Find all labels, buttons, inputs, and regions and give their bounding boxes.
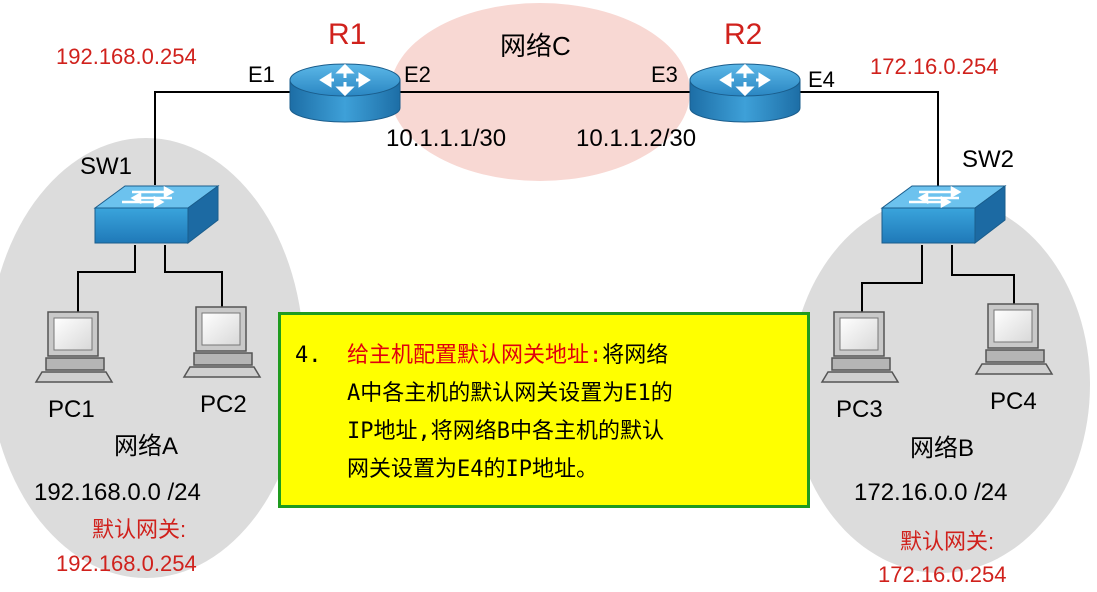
- router-r2-label: R2: [724, 18, 763, 51]
- switch-sw1-icon: [93, 185, 220, 245]
- pc4-label: PC4: [990, 388, 1037, 415]
- note-line-1: 给主机配置默认网关地址:将网络: [347, 337, 797, 375]
- switch-sw2-icon: [880, 185, 1007, 245]
- network-a-gateway: 192.168.0.254: [56, 551, 197, 576]
- link-sw2-pc4: [951, 245, 1015, 305]
- pc3-label: PC3: [836, 396, 883, 423]
- network-a-subnet: 192.168.0.0 /24: [34, 479, 201, 506]
- note-line-3: IP地址,将网络B中各主机的默认: [347, 419, 664, 444]
- network-b-subnet: 172.16.0.0 /24: [854, 479, 1008, 506]
- network-a-label: 网络A: [114, 433, 179, 460]
- link-sw1-r1: [154, 91, 292, 185]
- link-sw1-pc1: [77, 245, 136, 312]
- router-r1-icon: [289, 63, 401, 123]
- pc1-label: PC1: [48, 396, 95, 423]
- e1-ip-label: 192.168.0.254: [56, 44, 197, 69]
- pc3-icon: [820, 311, 900, 383]
- link-sw1-pc2: [164, 245, 223, 308]
- network-b-area: [790, 197, 1090, 573]
- network-c-label: 网络C: [500, 31, 571, 61]
- note-step-number: 4.: [295, 343, 322, 368]
- note-line-1-rest: 将网络: [602, 343, 669, 368]
- network-b-label: 网络B: [910, 435, 975, 462]
- router-r2-icon: [689, 63, 801, 123]
- e3-ip-label: 10.1.1.2/30: [576, 125, 697, 152]
- note-line-2: A中各主机的默认网关设置为E1的: [347, 381, 673, 406]
- network-a-area: [0, 138, 304, 578]
- switch-sw1-label: SW1: [80, 153, 133, 180]
- interface-e4-label: E4: [808, 67, 835, 92]
- network-a-gateway-label: 默认网关:: [92, 517, 187, 542]
- interface-e1-label: E1: [248, 62, 275, 87]
- pc1-icon: [34, 311, 114, 383]
- instruction-note: 4. 给主机配置默认网关地址:将网络 A中各主机的默认网关设置为E1的 IP地址…: [278, 312, 810, 508]
- pc4-icon: [974, 303, 1054, 375]
- e4-ip-label: 172.16.0.254: [870, 54, 999, 79]
- network-b-gateway: 172.16.0.254: [878, 562, 1007, 587]
- switch-sw2-label: SW2: [962, 146, 1015, 173]
- link-sw2-pc3: [861, 245, 923, 312]
- links: [77, 91, 1015, 312]
- interface-e3-label: E3: [651, 62, 678, 87]
- network-b-gateway-label: 默认网关:: [900, 529, 995, 554]
- e2-ip-label: 10.1.1.1/30: [386, 125, 507, 152]
- link-r2-sw2: [798, 91, 939, 190]
- router-r1-label: R1: [328, 18, 367, 51]
- pc2-icon: [182, 306, 262, 378]
- pc2-label: PC2: [200, 391, 247, 418]
- interface-e2-label: E2: [404, 62, 431, 87]
- note-line-4: 网关设置为E4的IP地址。: [347, 457, 598, 482]
- note-highlight: 给主机配置默认网关地址:: [347, 343, 603, 368]
